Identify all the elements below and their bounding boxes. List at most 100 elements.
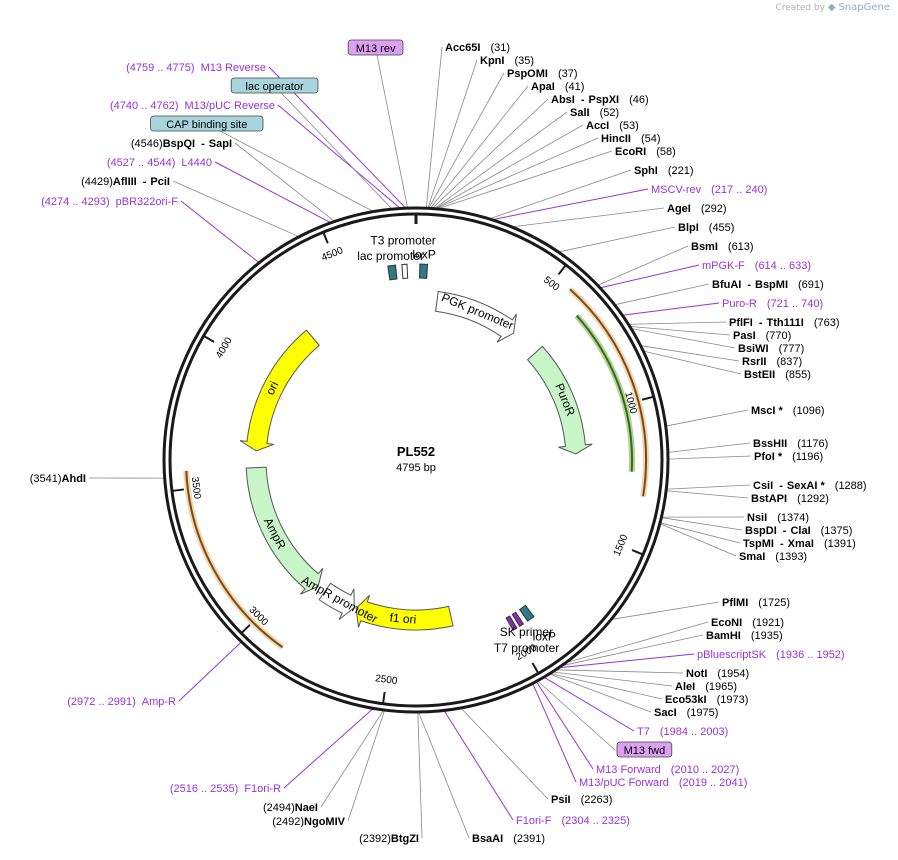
site-bsmi[interactable]: BsmI(613) <box>691 241 754 253</box>
feature-f1-ori-shape[interactable] <box>355 594 454 631</box>
primer-pbr322ori-f[interactable]: (4274 .. 4293)pBR322ori-F <box>41 196 178 208</box>
site-hincii[interactable]: HincII(54) <box>601 133 661 145</box>
site-absi[interactable]: AbsI-PspXI(46) <box>551 94 649 106</box>
primer-range: (4759 .. 4775) <box>126 62 195 74</box>
primer-pbluescriptsk[interactable]: pBluescriptSK(1936 .. 1952) <box>697 649 845 661</box>
primer-m13-puc-forward[interactable]: M13/pUC Forward(2019 .. 2041) <box>579 777 747 789</box>
primer-m13-reverse[interactable]: (4759 .. 4775)M13 Reverse <box>126 62 266 74</box>
leader-line <box>627 321 727 325</box>
primer-f1ori-r[interactable]: (2516 .. 2535)F1ori-R <box>170 783 281 795</box>
site-eco53ki[interactable]: Eco53kI(1973) <box>665 694 748 706</box>
site-acci[interactable]: AccI(53) <box>586 120 639 132</box>
enzyme-name: XmaI <box>788 538 814 550</box>
feature-box-cap-binding-site[interactable]: CAP binding site <box>150 115 264 132</box>
site-alei[interactable]: AleI(1965) <box>675 681 737 693</box>
tick-mark <box>382 691 386 704</box>
feature-label-f1-ori: f1 ori <box>389 611 417 627</box>
primer-label: (2516 .. 2535)F1ori-R <box>170 783 281 795</box>
primer-l4440[interactable]: (4527 .. 4544)L4440 <box>107 157 212 169</box>
enzyme-name: MscI * <box>751 405 784 417</box>
feature-t3-promoter-shape[interactable] <box>401 263 409 280</box>
feature-pgk-promoter-shape[interactable] <box>435 290 517 343</box>
site-bsshii[interactable]: BssHII(1176) <box>753 438 828 450</box>
site-pflfi[interactable]: PflFI-Tth111I(763) <box>729 317 840 329</box>
primer-f1ori-f[interactable]: F1ori-F(2304 .. 2325) <box>516 815 630 827</box>
site-agei[interactable]: AgeI(292) <box>667 203 727 215</box>
feature-ampr-promoter-shape[interactable] <box>318 582 355 620</box>
site-econi[interactable]: EcoNI(1921) <box>711 617 784 629</box>
enzyme-name: PspOMI <box>507 68 548 80</box>
site-bspqi[interactable]: (4546)BspQI-SapI <box>131 138 232 150</box>
feature-label-loxp: loxP <box>533 630 556 644</box>
site-bspdi[interactable]: BspDI-ClaI(1375) <box>745 525 852 537</box>
site-sali[interactable]: SalI(52) <box>570 107 619 119</box>
site-psii[interactable]: PsiI(2263) <box>551 794 612 806</box>
enzyme-name: NsiI <box>747 512 767 524</box>
site-acc65i[interactable]: Acc65I(31) <box>445 42 510 54</box>
enzyme-name: BamHI <box>706 630 741 642</box>
site-pflmi[interactable]: PflMI(1725) <box>722 597 790 609</box>
site-csii[interactable]: CsiI-SexAI *(1288) <box>753 480 867 492</box>
primer-amp-r[interactable]: (2972 .. 2991)Amp-R <box>67 696 176 708</box>
primer-m13-forward[interactable]: M13 Forward(2010 .. 2027) <box>596 764 739 776</box>
primer-range: (2010 .. 2027) <box>671 764 740 776</box>
site-tspmi[interactable]: TspMI-XmaI(1391) <box>743 538 856 550</box>
site-pasi[interactable]: PasI(770) <box>733 330 791 342</box>
site-ahdi[interactable]: (3541)AhdI <box>30 473 86 485</box>
feature-box-lac-operator[interactable]: lac operator <box>230 77 319 94</box>
site-afliii[interactable]: (4429)AflIII-PciI <box>81 176 170 188</box>
orf-arc <box>575 314 633 472</box>
feature-lac-promoter-shape[interactable] <box>387 264 398 281</box>
site-btgzi[interactable]: (2392)BtgZI <box>359 833 419 845</box>
site-rsrii[interactable]: RsrII(837) <box>742 356 802 368</box>
site-apai[interactable]: ApaI(41) <box>531 81 584 93</box>
site-position: (1954) <box>717 668 749 680</box>
feature-sk-primer-shape[interactable] <box>511 611 525 628</box>
site-pfoi[interactable]: PfoI *(1196) <box>754 451 823 463</box>
site-bsaai[interactable]: BsaAI(2391) <box>472 833 545 845</box>
site-msci[interactable]: MscI *(1096) <box>751 405 825 417</box>
feature-loxp-shape[interactable] <box>419 263 429 279</box>
leader-line <box>320 708 385 808</box>
site-bfuai[interactable]: BfuAI-BspMI(691) <box>712 279 824 291</box>
enzyme-name: KpnI <box>480 55 504 67</box>
primer-m13-puc-reverse[interactable]: (4740 .. 4762)M13/pUC Reverse <box>110 100 275 112</box>
site-label: NotI(1954) <box>686 668 749 680</box>
primer-range: (217 .. 240) <box>711 184 767 196</box>
site-ngomiv[interactable]: (2492)NgoMIV <box>272 816 345 828</box>
enzyme-name: BstAPI <box>751 493 787 505</box>
site-kpni[interactable]: KpnI(35) <box>480 55 534 67</box>
feature-t7-promoter-shape[interactable] <box>505 615 518 631</box>
site-label: BstAPI(1292) <box>751 493 829 505</box>
site-bsiwi[interactable]: BsiWI(777) <box>738 343 804 355</box>
enzyme-name: BsaAI <box>472 833 503 845</box>
tick-mark <box>641 395 654 401</box>
feature-ampr-shape[interactable] <box>245 466 324 595</box>
feature-loxp-shape[interactable] <box>518 604 535 622</box>
site-bamhi[interactable]: BamHI(1935) <box>706 630 783 642</box>
site-sphi[interactable]: SphI(221) <box>634 165 694 177</box>
feature-ori-shape[interactable] <box>239 329 320 452</box>
site-bsteii[interactable]: BstEII(855) <box>744 369 811 381</box>
feature-box-m13-fwd[interactable]: M13 fwd <box>616 741 673 758</box>
site-bstapi[interactable]: BstAPI(1292) <box>751 493 829 505</box>
site-nsii[interactable]: NsiI(1374) <box>747 512 809 524</box>
site-label: SphI(221) <box>634 165 694 177</box>
primer-puro-r[interactable]: Puro-R(721 .. 740) <box>722 298 823 310</box>
enzyme-name: SexAI * <box>787 480 826 492</box>
site-ecori[interactable]: EcoRI(58) <box>615 146 676 158</box>
site-smai[interactable]: SmaI(1393) <box>739 551 807 563</box>
site-blpi[interactable]: BlpI(455) <box>678 222 734 234</box>
site-saci[interactable]: SacI(1975) <box>654 707 718 719</box>
site-pspomi[interactable]: PspOMI(37) <box>507 68 578 80</box>
feature-puror-shape[interactable] <box>526 345 593 455</box>
site-naei[interactable]: (2494)NaeI <box>263 802 318 814</box>
site-noti[interactable]: NotI(1954) <box>686 668 749 680</box>
primer-t7[interactable]: T7(1984 .. 2003) <box>637 726 728 738</box>
primer-mscv-rev[interactable]: MSCV-rev(217 .. 240) <box>651 184 767 196</box>
primer-mpgk-f[interactable]: mPGK-F(614 .. 633) <box>702 260 811 272</box>
primer-name: Amp-R <box>142 696 176 708</box>
site-label: AleI(1965) <box>675 681 737 693</box>
feature-box-m13-rev[interactable]: M13 rev <box>347 39 404 56</box>
enzyme-name: BsiWI <box>738 343 769 355</box>
